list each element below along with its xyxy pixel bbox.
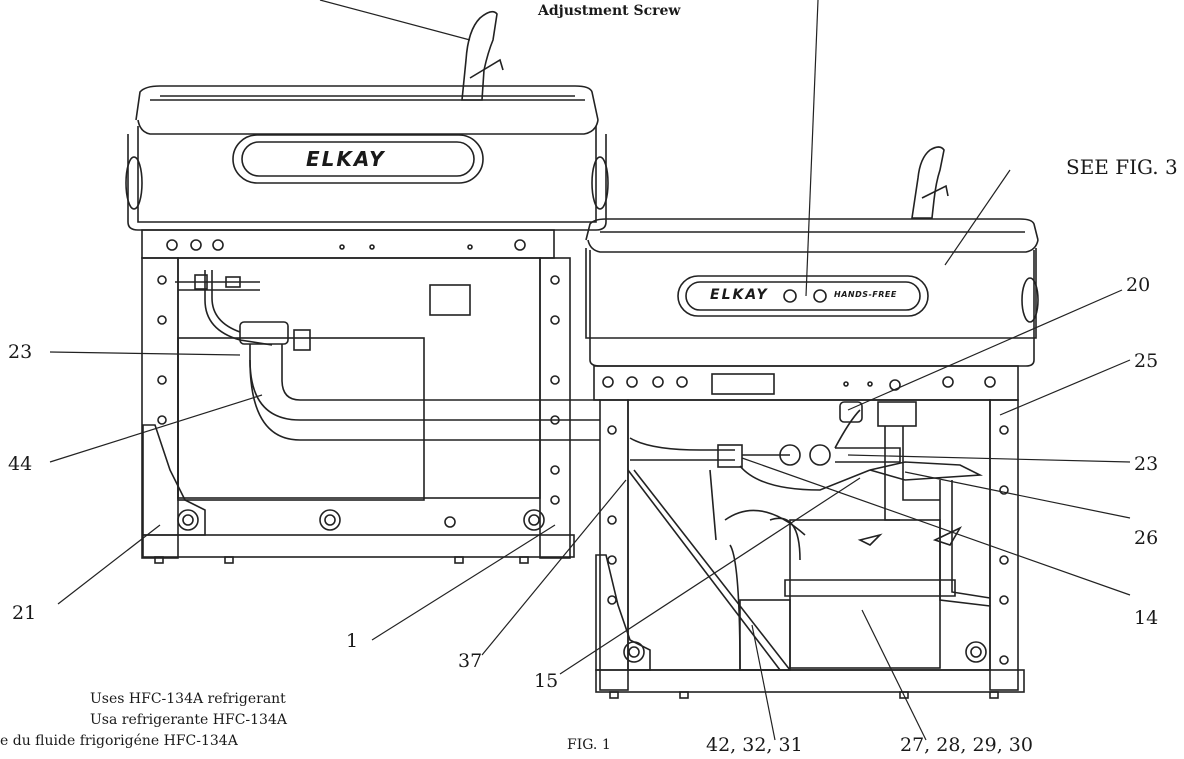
callout-26: 26 bbox=[1134, 527, 1159, 549]
left-rail-left bbox=[141, 257, 179, 559]
note-english: Uses HFC-134A refrigerant bbox=[90, 691, 286, 707]
leader-20 bbox=[847, 289, 1123, 411]
leader-15 bbox=[559, 477, 861, 675]
right-handsfree-text: HANDS-FREE bbox=[834, 290, 897, 299]
leader-42-32-31 bbox=[751, 624, 776, 741]
callout-42-32-31: 42, 32, 31 bbox=[706, 734, 803, 756]
callout-14: 14 bbox=[1134, 607, 1159, 629]
left-base-bracket bbox=[142, 424, 206, 536]
right-base-bracket bbox=[595, 554, 651, 671]
leader-see-fig3 bbox=[944, 169, 1011, 266]
right-rail-left bbox=[599, 399, 629, 691]
left-unit bbox=[125, 10, 609, 564]
left-logo-text: ELKAY bbox=[306, 147, 386, 171]
callout-44: 44 bbox=[8, 453, 33, 475]
right-bowl bbox=[585, 248, 1037, 339]
right-top-plate bbox=[593, 365, 1019, 401]
callout-23-left: 23 bbox=[8, 341, 33, 363]
right-base bbox=[595, 669, 1025, 693]
leader-25 bbox=[999, 359, 1131, 416]
left-bowl bbox=[137, 126, 597, 223]
leader-1 bbox=[371, 524, 556, 641]
callout-21: 21 bbox=[12, 602, 37, 624]
see-fig3-label: SEE FIG. 3 bbox=[1066, 155, 1178, 179]
left-basin bbox=[135, 85, 599, 121]
left-base bbox=[142, 534, 575, 558]
right-rail-right bbox=[989, 399, 1019, 691]
callout-37: 37 bbox=[458, 650, 483, 672]
adjustment-screw-label: Adjustment Screw bbox=[538, 3, 681, 19]
right-logo-text: ELKAY bbox=[710, 287, 769, 303]
leader-lines bbox=[49, 0, 1131, 741]
right-tee-fitting bbox=[717, 444, 743, 468]
leader-23-right bbox=[847, 454, 1131, 463]
left-logo-badge bbox=[232, 134, 484, 184]
left-top-plate bbox=[141, 229, 555, 259]
callout-23-right: 23 bbox=[1134, 453, 1159, 475]
left-trap bbox=[249, 359, 600, 441]
leader-adjustment-screw bbox=[805, 0, 819, 297]
leader-27-30 bbox=[861, 609, 927, 741]
right-fan-shroud bbox=[869, 461, 983, 481]
leader-21 bbox=[57, 524, 161, 605]
leader-23-left bbox=[49, 351, 241, 356]
leader-44 bbox=[49, 394, 263, 463]
fig-label: FIG. 1 bbox=[567, 737, 611, 753]
callout-1: 1 bbox=[346, 630, 359, 652]
right-unit bbox=[585, 146, 1039, 699]
callout-27-30: 27, 28, 29, 30 bbox=[900, 734, 1033, 756]
callout-25: 25 bbox=[1134, 350, 1159, 372]
note-spanish: Usa refrigerante HFC-134A bbox=[90, 712, 287, 728]
left-rail-right bbox=[539, 257, 571, 559]
leader-37 bbox=[481, 479, 627, 656]
leader-26 bbox=[904, 471, 1131, 519]
right-logo-badge bbox=[677, 275, 929, 317]
callout-20: 20 bbox=[1126, 274, 1151, 296]
right-basin bbox=[585, 218, 1039, 241]
leader-14 bbox=[741, 457, 1131, 596]
leader-bubbler-top bbox=[319, 0, 471, 41]
right-bubbler bbox=[911, 146, 945, 219]
callout-15: 15 bbox=[534, 670, 559, 692]
left-bubbler bbox=[461, 10, 498, 101]
note-french: e du fluide frigorigéne HFC-134A bbox=[0, 733, 238, 749]
